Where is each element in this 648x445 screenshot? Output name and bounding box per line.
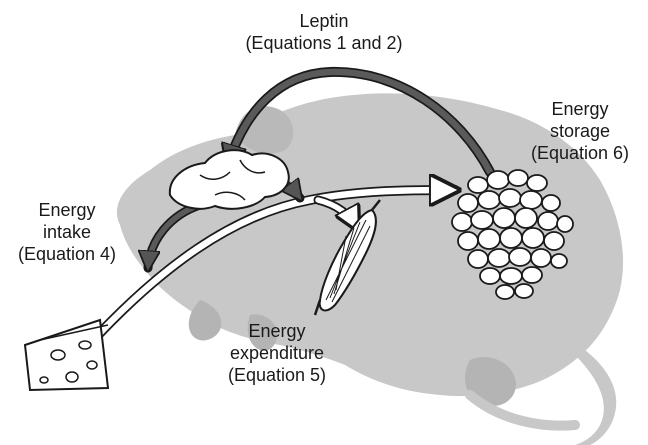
fat-cell [471,211,493,229]
storage-equation: (Equation 6) [512,142,648,164]
intake-equation: (Equation 4) [0,243,134,265]
fat-cell [480,268,500,284]
fat-cell [542,195,560,211]
energy-expenditure-label: Energy expenditure (Equation 5) [212,320,342,386]
leptin-title: Leptin [214,10,434,32]
cheese-icon [25,320,108,390]
fat-cell [520,191,542,209]
fat-cell [522,228,544,248]
fat-cell [557,216,573,232]
fat-cell [458,194,478,212]
fat-cell [452,213,472,231]
leptin-label: Leptin (Equations 1 and 2) [214,10,434,54]
fat-cell [500,228,522,248]
expenditure-line2: expenditure [212,342,342,364]
fat-cell [544,232,564,250]
fat-cell [527,175,547,191]
fat-cell [493,208,515,228]
fat-cell [468,250,488,268]
fat-cell [500,268,522,284]
fat-cell [551,254,567,268]
fat-cell [499,189,521,207]
energy-storage-label: Energy storage (Equation 6) [512,98,648,164]
fat-cell [515,208,537,228]
intake-line1: Energy [0,199,134,221]
fat-cell [478,191,500,209]
intake-line2: intake [0,221,134,243]
fat-cell [468,177,488,193]
fat-cell [508,170,528,186]
fat-cell [515,284,533,298]
storage-line2: storage [512,120,648,142]
fat-cell [509,248,531,266]
expenditure-equation: (Equation 5) [212,364,342,386]
fat-cell [488,249,510,267]
fat-cell [458,232,478,250]
fat-cell [531,249,551,267]
leptin-equation: (Equations 1 and 2) [214,32,434,54]
fat-cell [522,267,542,283]
fat-cell [487,171,509,189]
expenditure-line1: Energy [212,320,342,342]
storage-line1: Energy [512,98,648,120]
fat-cell [538,212,558,230]
fat-cell [496,285,514,299]
fat-cell [478,229,500,249]
energy-intake-label: Energy intake (Equation 4) [0,199,134,265]
